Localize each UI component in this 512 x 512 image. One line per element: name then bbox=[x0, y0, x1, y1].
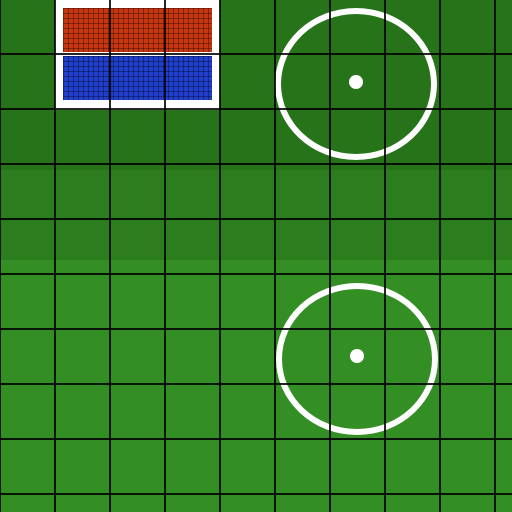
goal-red-section bbox=[63, 8, 212, 52]
goal-blue-section bbox=[63, 56, 212, 100]
grass-stripe-mid bbox=[0, 170, 512, 260]
grass-stripe-bottom bbox=[0, 260, 512, 512]
upper-center-spot bbox=[349, 75, 363, 89]
net-mesh bbox=[63, 56, 212, 100]
lower-center-spot bbox=[350, 349, 364, 363]
goal-net bbox=[55, 0, 220, 110]
net-mesh bbox=[63, 8, 212, 52]
